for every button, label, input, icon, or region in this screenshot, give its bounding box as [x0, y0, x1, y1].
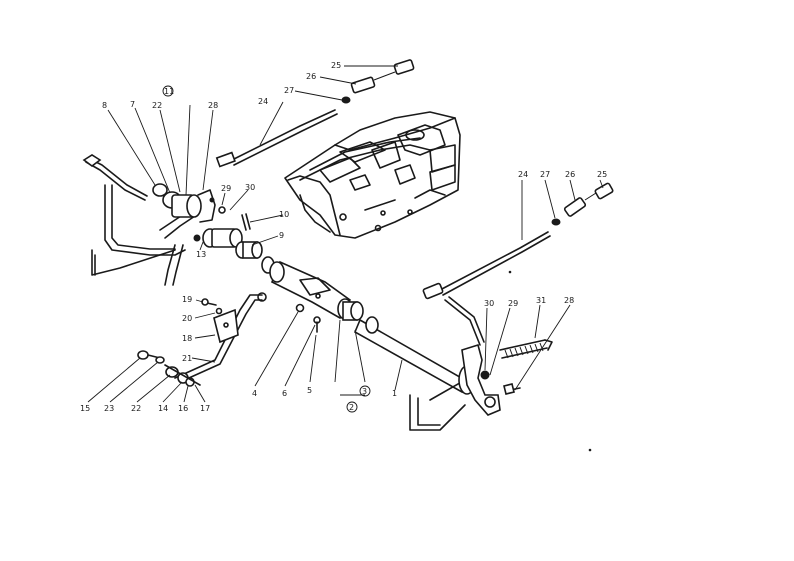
callout-7: 7	[130, 100, 135, 109]
callout-1: 1	[392, 389, 397, 398]
callout-26: 26	[565, 170, 575, 179]
callout-18: 18	[182, 334, 192, 343]
speck	[588, 448, 592, 452]
callout-26: 26	[306, 72, 316, 81]
right-cable	[422, 182, 614, 300]
callout-30: 30	[484, 299, 494, 308]
callout-22: 22	[131, 404, 141, 413]
right-pedal	[409, 296, 553, 431]
callout-13: 13	[196, 250, 206, 259]
callout-29: 29	[221, 184, 231, 193]
group-marker-3	[359, 385, 371, 397]
callout-25: 25	[597, 170, 607, 179]
callout-4: 4	[252, 389, 257, 398]
callout-31: 31	[536, 296, 546, 305]
callout-2: 2	[349, 403, 354, 412]
callout-15: 15	[80, 404, 90, 413]
cross-shaft	[269, 260, 466, 394]
transmission-housing	[284, 111, 461, 239]
callout-19: 19	[182, 295, 192, 304]
callout-20: 20	[182, 314, 192, 323]
left-pedal-assembly	[82, 154, 275, 286]
callout-17: 17	[200, 404, 210, 413]
callout-27: 27	[540, 170, 550, 179]
callout-3: 3	[362, 387, 367, 396]
callout-10: 10	[279, 210, 289, 219]
callout-14: 14	[158, 404, 168, 413]
callout-24: 24	[518, 170, 528, 179]
callout-21: 21	[182, 354, 192, 363]
group-marker-2	[346, 401, 358, 413]
leader-lines	[87, 65, 604, 403]
callout-5: 5	[307, 386, 312, 395]
callout-8: 8	[102, 101, 107, 110]
callout-23: 23	[104, 404, 114, 413]
callout-labels: 8 7 22 11 28 29 30 10 9 13 24 27 26 25 2…	[80, 61, 607, 413]
upper-left-cable	[215, 59, 415, 168]
callout-22: 22	[152, 101, 162, 110]
lower-linkage	[137, 292, 267, 387]
speck	[508, 270, 512, 274]
callout-6: 6	[282, 389, 287, 398]
callout-27: 27	[284, 86, 294, 95]
callout-9: 9	[279, 231, 284, 240]
callout-30: 30	[245, 183, 255, 192]
callout-24: 24	[258, 97, 268, 106]
callout-11: 11	[164, 87, 174, 96]
callout-25: 25	[331, 61, 341, 70]
callout-16: 16	[178, 404, 188, 413]
callout-28: 28	[208, 101, 218, 110]
callout-29: 29	[508, 299, 518, 308]
callout-28: 28	[564, 296, 574, 305]
group-marker-11	[162, 85, 174, 97]
